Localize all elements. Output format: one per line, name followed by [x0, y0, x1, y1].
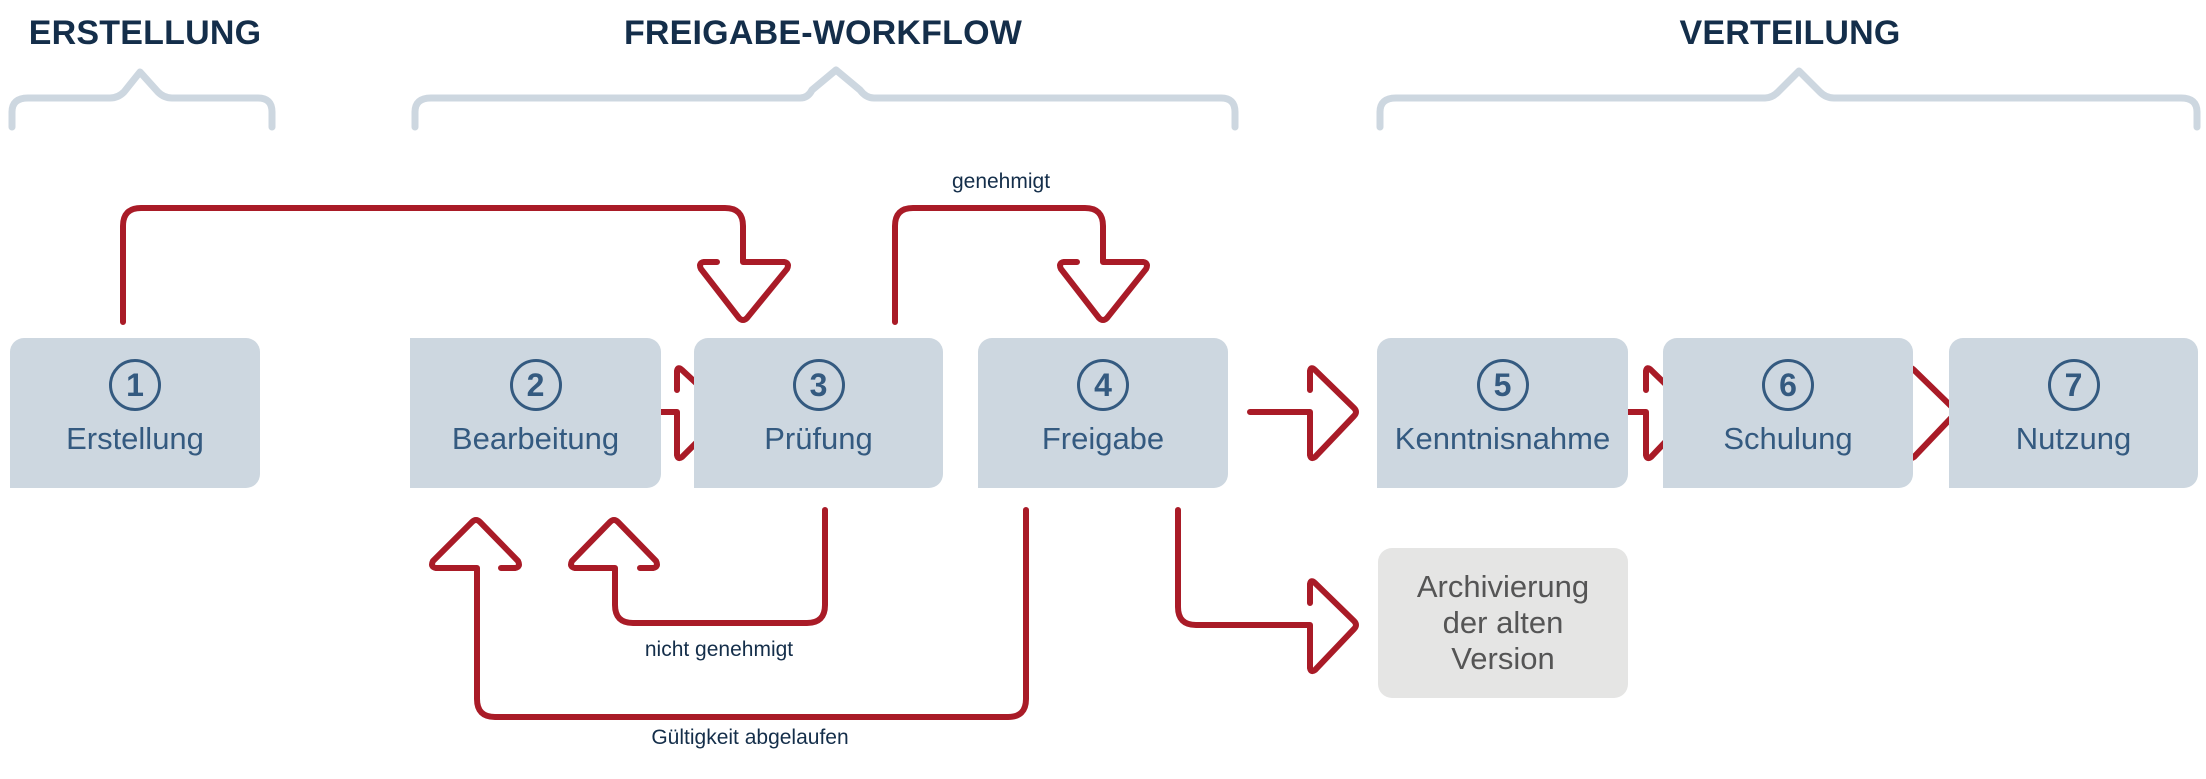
step-freigabe: 4 Freigabe — [978, 338, 1228, 488]
bracket-freigabe-workflow — [411, 66, 1239, 131]
step-label: Nutzung — [2015, 421, 2132, 456]
edge-label-expired: Gültigkeit abgelaufen — [651, 726, 849, 749]
archive-line: der alten — [1442, 605, 1564, 640]
arrow-3-to-4-approved — [892, 205, 1150, 325]
step-pruefung: 3 Prüfung — [694, 338, 943, 488]
step-label: Freigabe — [1041, 421, 1165, 456]
step-label: Schulung — [1723, 421, 1853, 456]
archive-old-version-box: Archivierung der alten Version — [1378, 548, 1628, 698]
step-number-badge: 2 — [509, 359, 562, 411]
section-title-erstellung: ERSTELLUNG — [28, 14, 262, 52]
step-number-badge: 7 — [2047, 359, 2100, 411]
step-number-badge: 4 — [1077, 359, 1129, 411]
arrow-4-to-archive — [1175, 507, 1359, 675]
arrow-4-to-5 — [1247, 365, 1359, 462]
section-title-freigabe-workflow: FREIGABE-WORKFLOW — [623, 14, 1023, 52]
section-title-verteilung: VERTEILUNG — [1679, 14, 1901, 52]
edge-label-not-approved: nicht genehmigt — [644, 638, 794, 661]
step-kenntnisnahme: 5 Kenntnisnahme — [1377, 338, 1628, 488]
edge-label-approved: genehmigt — [951, 170, 1051, 193]
step-bearbeitung: 2 Bearbeitung — [410, 338, 661, 488]
step-label: Kenntnisnahme — [1394, 421, 1611, 456]
arrow-1-to-3 — [120, 205, 791, 325]
step-number-badge: 1 — [109, 359, 161, 411]
step-number-badge: 3 — [792, 359, 845, 411]
step-number-badge: 6 — [1762, 359, 1814, 411]
arrow-4-to-2-expired — [429, 507, 1029, 720]
bracket-erstellung — [8, 68, 276, 131]
step-label: Prüfung — [764, 421, 873, 456]
bracket-verteilung — [1376, 67, 2201, 131]
step-schulung: 6 Schulung — [1663, 338, 1913, 488]
step-nutzung: 7 Nutzung — [1949, 338, 2198, 488]
step-number-badge: 5 — [1476, 359, 1529, 411]
step-label: Erstellung — [66, 421, 204, 456]
archive-line: Archivierung — [1416, 569, 1590, 604]
arrow-3-to-2-not-approved — [568, 507, 828, 626]
step-label: Bearbeitung — [451, 421, 620, 456]
archive-line: Version — [1451, 641, 1555, 676]
step-erstellung: 1 Erstellung — [10, 338, 260, 488]
